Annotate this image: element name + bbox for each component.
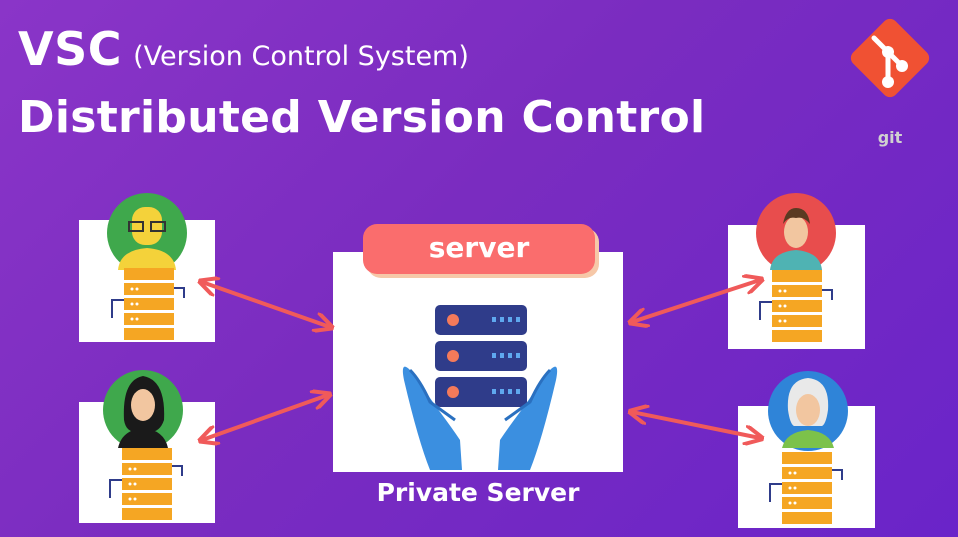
arrow-top-right	[632, 280, 760, 322]
git-icon	[850, 18, 930, 98]
client-rack-icon	[769, 452, 843, 524]
title-expansion: (Version Control System)	[133, 41, 469, 72]
arrow-bottom-right	[632, 412, 760, 438]
title-acronym: VSC	[18, 22, 122, 76]
arrow-bottom-left	[202, 395, 328, 440]
git-logo-text: git	[877, 128, 903, 147]
client-bottom-right	[768, 371, 848, 524]
client-rack-icon	[111, 268, 185, 340]
arrow-top-left	[202, 282, 330, 327]
server-rack-icon	[435, 305, 527, 407]
hands-icon	[402, 366, 558, 470]
client-top-left	[107, 193, 187, 340]
server-label: Private Server	[376, 478, 580, 507]
title-line-1: VSC (Version Control System)	[18, 22, 469, 76]
client-bottom-left	[103, 370, 183, 520]
client-rack-icon	[109, 448, 183, 520]
server-badge: server	[363, 224, 595, 274]
page-title: Distributed Version Control	[18, 92, 706, 143]
